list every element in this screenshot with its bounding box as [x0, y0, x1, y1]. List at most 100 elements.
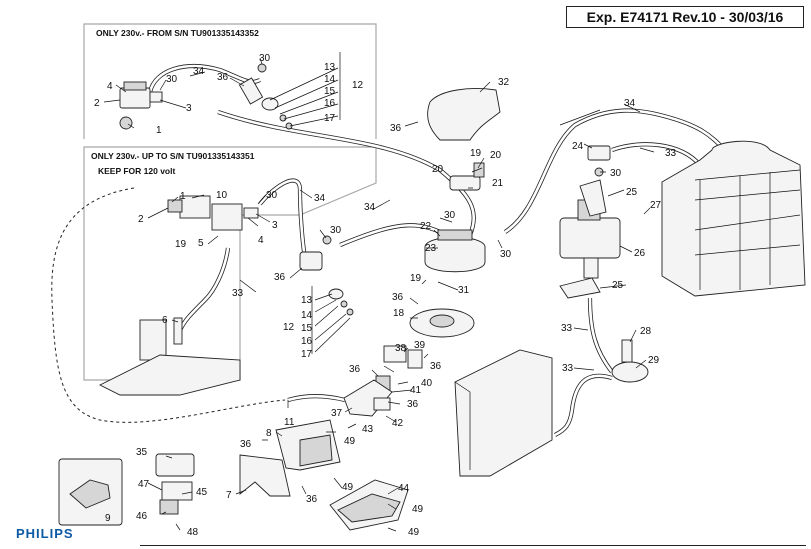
callout-34-center: 34: [364, 202, 376, 213]
flowmeter-29: [611, 339, 649, 383]
brew-connector-group: [343, 345, 423, 417]
callout-14-mid: 14: [301, 310, 313, 321]
callout-45: 45: [196, 487, 208, 498]
callout-1-mid: 1: [180, 191, 186, 202]
callout-23: 23: [425, 243, 437, 254]
drip-tray-44: [329, 479, 409, 531]
support-frame-36: [275, 419, 341, 471]
variant-box-middle: [83, 146, 377, 381]
callout-11: 11: [284, 417, 295, 428]
callout-49-b: 49: [342, 482, 354, 493]
sensor-group-35: [155, 453, 195, 515]
callout-49-a: 49: [344, 436, 356, 447]
callout-4-top: 4: [107, 81, 113, 92]
thermostat-group: [449, 162, 485, 191]
callout-13-top: 13: [324, 62, 336, 73]
callout-20-center-a: 20: [490, 150, 502, 161]
note-mid-box-line2: KEEP FOR 120 volt: [98, 166, 175, 176]
callout-32: 32: [498, 77, 510, 88]
callout-31: 31: [458, 285, 470, 296]
fitting-assembly-mid: [299, 235, 354, 316]
callout-41: 41: [410, 385, 422, 396]
callout-labels: 4 2 1 3 30 34 36 30 13 14 15 16 17 12 1 …: [94, 53, 677, 538]
callout-29: 29: [648, 355, 660, 366]
callout-42: 42: [392, 418, 404, 429]
fitting-1-top: [119, 116, 133, 130]
pump-bracket-25: [559, 179, 607, 299]
philips-logo: PHILIPS: [16, 526, 74, 541]
callout-39: 39: [414, 340, 426, 351]
callout-30-mid: 30: [266, 190, 278, 201]
callout-34-mid: 34: [314, 193, 326, 204]
callout-26: 26: [634, 248, 646, 259]
callout-16-top: 16: [324, 98, 336, 109]
inset-switch-9: [58, 458, 123, 526]
callout-4-mid: 4: [258, 235, 264, 246]
callout-3-mid: 3: [272, 220, 278, 231]
callout-19-mid: 19: [175, 239, 187, 250]
callout-2-mid: 2: [138, 214, 144, 225]
callout-36-e: 36: [407, 399, 419, 410]
callout-44: 44: [398, 483, 410, 494]
callout-30-right: 30: [610, 168, 622, 179]
callout-1-top: 1: [156, 125, 162, 136]
callout-47: 47: [138, 479, 150, 490]
callout-30-center-b: 30: [500, 249, 512, 260]
bracket-part-6: [98, 317, 241, 396]
machine-frame: [661, 140, 806, 297]
callout-16-mid: 16: [301, 336, 313, 347]
leader-lines: [103, 52, 655, 532]
callout-7: 7: [226, 490, 232, 501]
callout-33-right-c: 33: [562, 363, 574, 374]
callout-18: 18: [393, 308, 405, 319]
callout-9: 9: [105, 513, 111, 524]
callout-14-top: 14: [324, 74, 336, 85]
callout-13-mid: 13: [301, 295, 313, 306]
tubes: [147, 64, 727, 437]
callout-38: 38: [395, 343, 407, 354]
callout-46: 46: [136, 511, 148, 522]
callout-15-top: 15: [324, 86, 336, 97]
callout-33-right-b: 33: [561, 323, 573, 334]
callout-10: 10: [216, 190, 228, 201]
callout-35: 35: [136, 447, 148, 458]
callout-8: 8: [266, 428, 272, 439]
callout-15-mid: 15: [301, 323, 313, 334]
footer-rule: [140, 545, 806, 546]
pump-connector-24: [587, 145, 611, 177]
callout-6: 6: [162, 315, 168, 326]
revision-reference: Exp. E74171 Rev.10 - 30/03/16: [586, 9, 784, 25]
revision-header-box: Exp. E74171 Rev.10 - 30/03/16: [566, 6, 804, 28]
solenoid-valve-pair: [167, 195, 259, 231]
callout-12-top: 12: [352, 80, 364, 91]
callout-30-mid-b: 30: [330, 225, 342, 236]
cover-plate-7: [239, 454, 291, 497]
boiler-23: [424, 229, 486, 273]
callout-30-top: 30: [166, 74, 178, 85]
callout-33-mid: 33: [232, 288, 244, 299]
callout-49-d: 49: [408, 527, 420, 538]
callout-48: 48: [187, 527, 199, 538]
callout-17-mid: 17: [301, 349, 313, 360]
callout-5: 5: [198, 238, 204, 249]
callout-34-top: 34: [193, 66, 205, 77]
callout-21: 21: [492, 178, 504, 189]
callout-19-lower: 19: [410, 273, 422, 284]
callout-22: 22: [420, 221, 432, 232]
callout-30-top-b: 30: [259, 53, 271, 64]
solenoid-valve-top: [119, 81, 163, 109]
callout-36-f: 36: [240, 439, 252, 450]
note-mid-box-line1: ONLY 230v.- UP TO S/N TU901335143351: [91, 151, 255, 161]
variant-box-top: [83, 23, 377, 139]
note-top-box: ONLY 230v.- FROM S/N TU901335143352: [96, 28, 259, 38]
boiler-cover-32: [427, 88, 501, 141]
callout-24: 24: [572, 141, 584, 152]
callout-37: 37: [331, 408, 343, 419]
callout-43: 43: [362, 424, 374, 435]
callout-20-center-b: 20: [432, 164, 444, 175]
callout-36-center-b: 36: [392, 292, 404, 303]
connector-assembly-top: [238, 63, 293, 130]
callout-28: 28: [640, 326, 652, 337]
callout-12-mid: 12: [283, 322, 295, 333]
